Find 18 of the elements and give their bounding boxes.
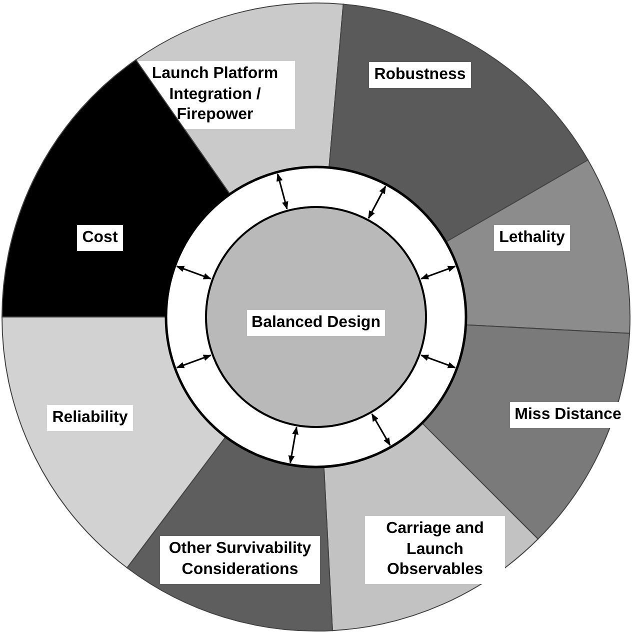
double-arrow: [368, 186, 386, 219]
double-arrow: [288, 426, 298, 464]
segment-label: Cost: [77, 224, 123, 252]
wheel-segment: [445, 160, 630, 334]
double-arrow: [420, 266, 456, 280]
wheel-segment: [323, 422, 539, 632]
double-arrow: [276, 173, 288, 210]
center-circle: [205, 206, 427, 428]
double-arrow: [371, 413, 391, 446]
segment-label: Robustness: [369, 62, 471, 88]
segment-label: Other Survivability Considerations: [160, 536, 320, 584]
segment-label: Lethality: [494, 224, 570, 252]
segment-label: Reliability: [47, 404, 133, 432]
segment-label: Carriage and Launch Observables: [365, 516, 505, 584]
center-label: Balanced Design: [246, 310, 386, 336]
double-arrow: [176, 354, 212, 368]
double-arrow: [420, 354, 456, 368]
double-arrow: [176, 266, 212, 280]
